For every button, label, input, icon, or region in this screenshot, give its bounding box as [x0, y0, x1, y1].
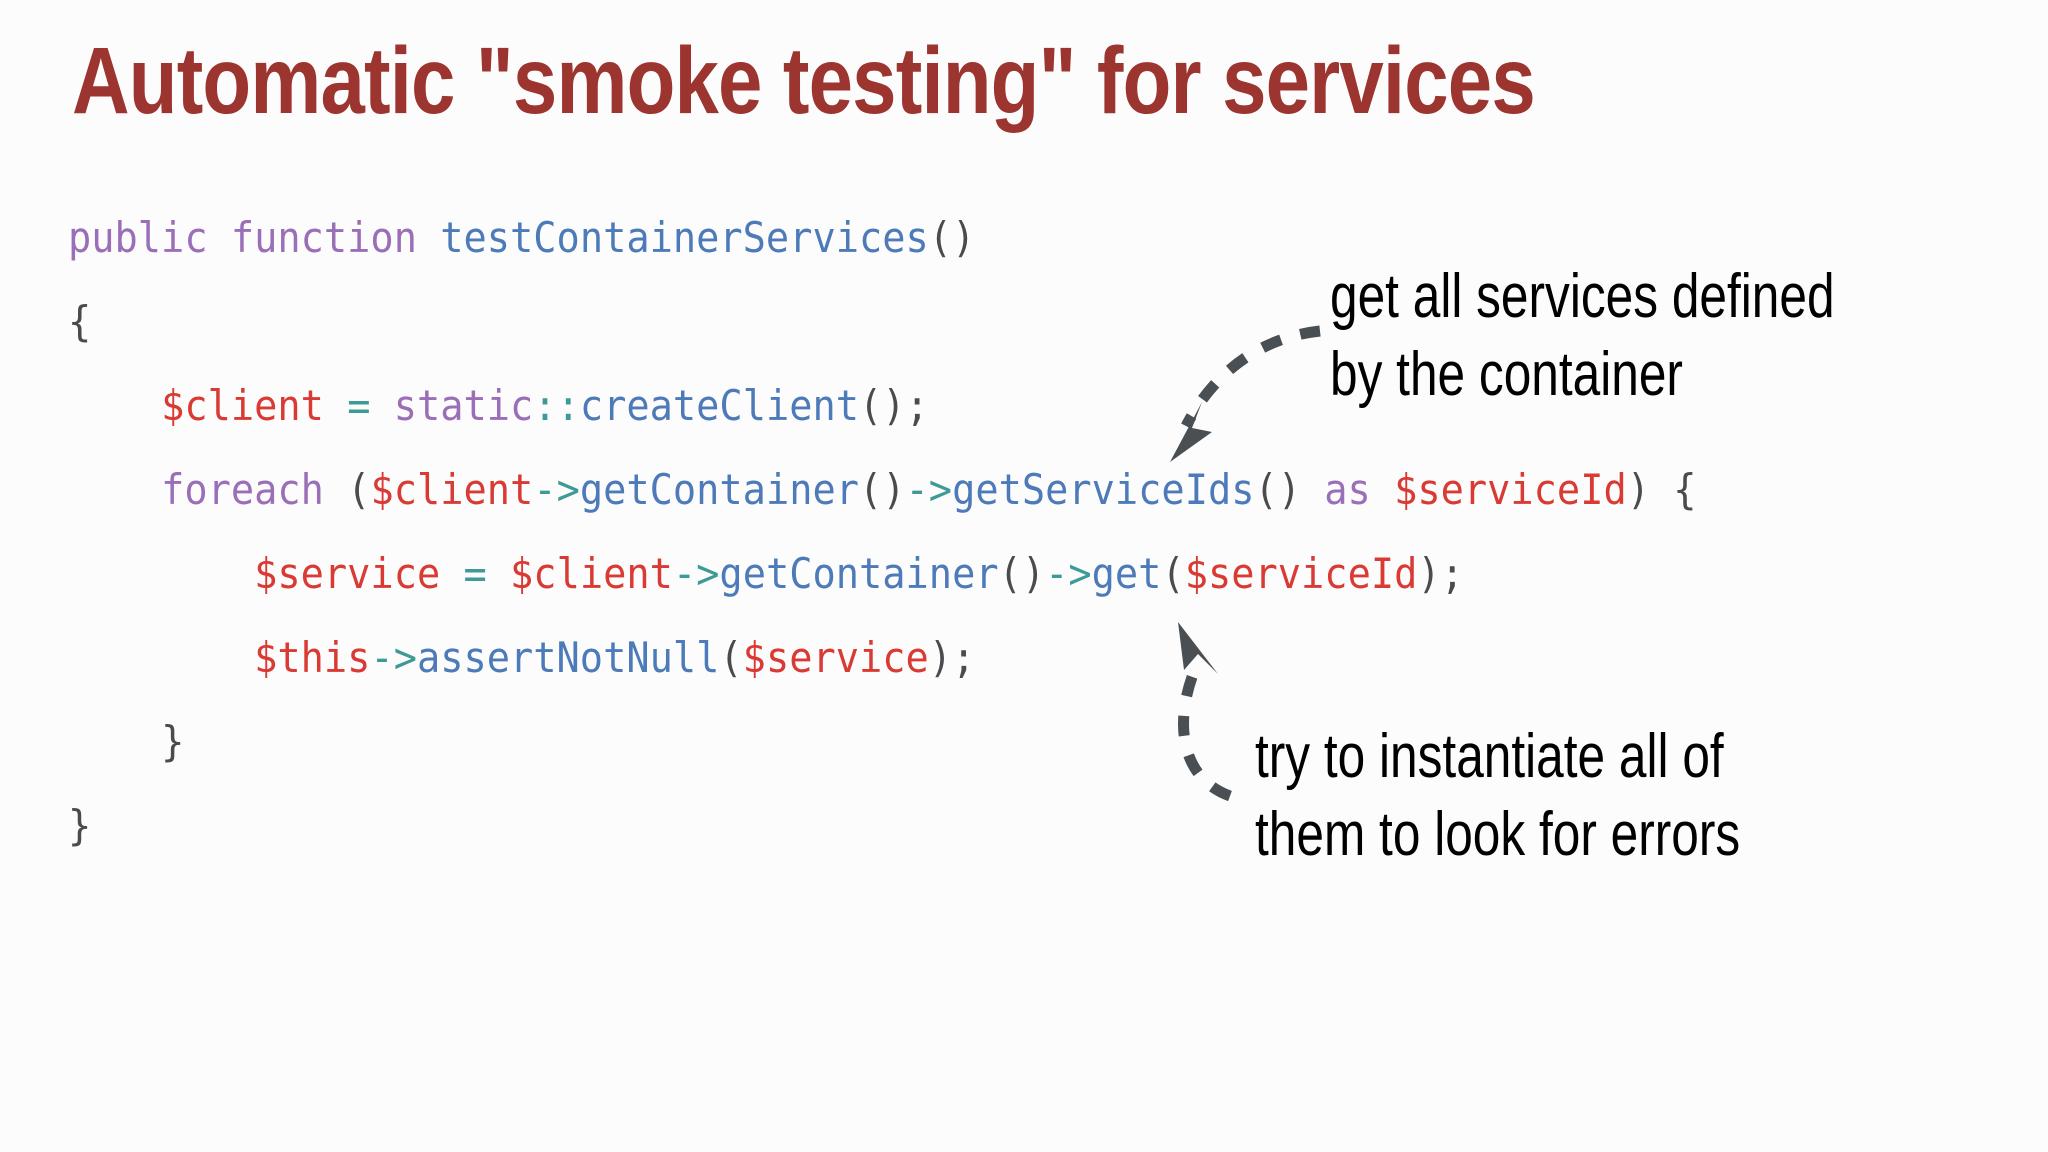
page-title: Automatic "smoke testing" for services: [72, 28, 1536, 134]
code-token-punc: (): [928, 213, 976, 262]
code-token-fn: createClient: [579, 381, 860, 430]
code-token-var: $client: [370, 465, 534, 514]
code-token-punc: [208, 213, 231, 262]
code-token-op: ->: [905, 465, 953, 514]
code-token-punc: (: [323, 465, 371, 514]
code-line: $this->assertNotNull($service);: [68, 616, 1697, 700]
code-token-punc: ) {: [1626, 465, 1697, 514]
code-line: }: [68, 784, 1697, 868]
code-token-var: $this: [254, 633, 371, 682]
code-token-punc: [370, 381, 393, 430]
code-token-fn: getServiceIds: [952, 465, 1255, 514]
code-token-fn: getContainer: [719, 549, 999, 598]
annotation-get-all-services: get all services defined by the containe…: [1330, 262, 1835, 409]
code-indent: [68, 549, 254, 598]
code-line: foreach ($client->getContainer()->getSer…: [68, 448, 1697, 532]
code-token-kw: foreach: [161, 465, 324, 514]
code-line: public function testContainerServices(): [68, 196, 1697, 280]
code-token-punc: (: [1161, 549, 1185, 598]
code-token-kw: as: [1324, 465, 1371, 514]
code-token-var: $service: [254, 549, 441, 598]
code-token-punc: (): [1254, 465, 1325, 514]
code-line: $client = static::createClient();: [68, 364, 1697, 448]
code-token-punc: (: [719, 633, 743, 682]
code-indent: [68, 381, 161, 430]
code-token-var: $service: [742, 633, 929, 682]
code-block: public function testContainerServices(){…: [68, 196, 1697, 868]
code-token-punc: ();: [859, 381, 929, 430]
code-token-fn: get: [1091, 549, 1162, 598]
code-token-punc: }: [161, 717, 185, 766]
code-token-punc: [440, 549, 463, 598]
code-line: {: [68, 280, 1697, 364]
code-token-punc: (): [858, 465, 906, 514]
code-token-punc: (): [998, 549, 1046, 598]
dashed-arrow-down-left-icon: [1170, 325, 1321, 462]
code-token-kw: function: [230, 213, 417, 262]
code-token-op: ::: [533, 381, 580, 430]
code-token-op: ->: [1045, 549, 1092, 598]
code-token-op: ->: [672, 549, 720, 598]
code-indent: [68, 633, 254, 682]
code-token-punc: }: [68, 801, 92, 850]
code-line: }: [68, 700, 1697, 784]
code-token-op: ->: [533, 465, 580, 514]
code-token-fn: testContainerServices: [440, 213, 929, 262]
code-indent: [68, 717, 161, 766]
code-indent: [68, 465, 161, 514]
code-token-var: $serviceId: [1184, 549, 1418, 598]
dashed-arrow-up-left-icon: [1178, 622, 1233, 802]
code-token-kw: public: [68, 213, 208, 262]
code-token-kw: static: [393, 381, 534, 430]
annotation-try-to-instantiate: try to instantiate all of them to look f…: [1255, 722, 1741, 869]
code-token-op: =: [347, 381, 371, 430]
code-token-fn: assertNotNull: [416, 633, 720, 682]
code-token-op: ->: [370, 633, 417, 682]
code-line: $service = $client->getContainer()->get(…: [68, 532, 1697, 616]
code-token-op: =: [463, 549, 487, 598]
code-token-punc: [417, 213, 440, 262]
code-token-punc: {: [68, 297, 92, 346]
code-token-punc: );: [928, 633, 976, 682]
code-token-var: $client: [161, 381, 324, 430]
code-token-punc: [324, 381, 347, 430]
code-token-fn: getContainer: [579, 465, 859, 514]
code-token-punc: [1371, 465, 1394, 514]
code-token-punc: [487, 549, 510, 598]
code-token-var: $serviceId: [1394, 465, 1627, 514]
code-token-punc: );: [1417, 549, 1464, 598]
code-token-var: $client: [510, 549, 673, 598]
